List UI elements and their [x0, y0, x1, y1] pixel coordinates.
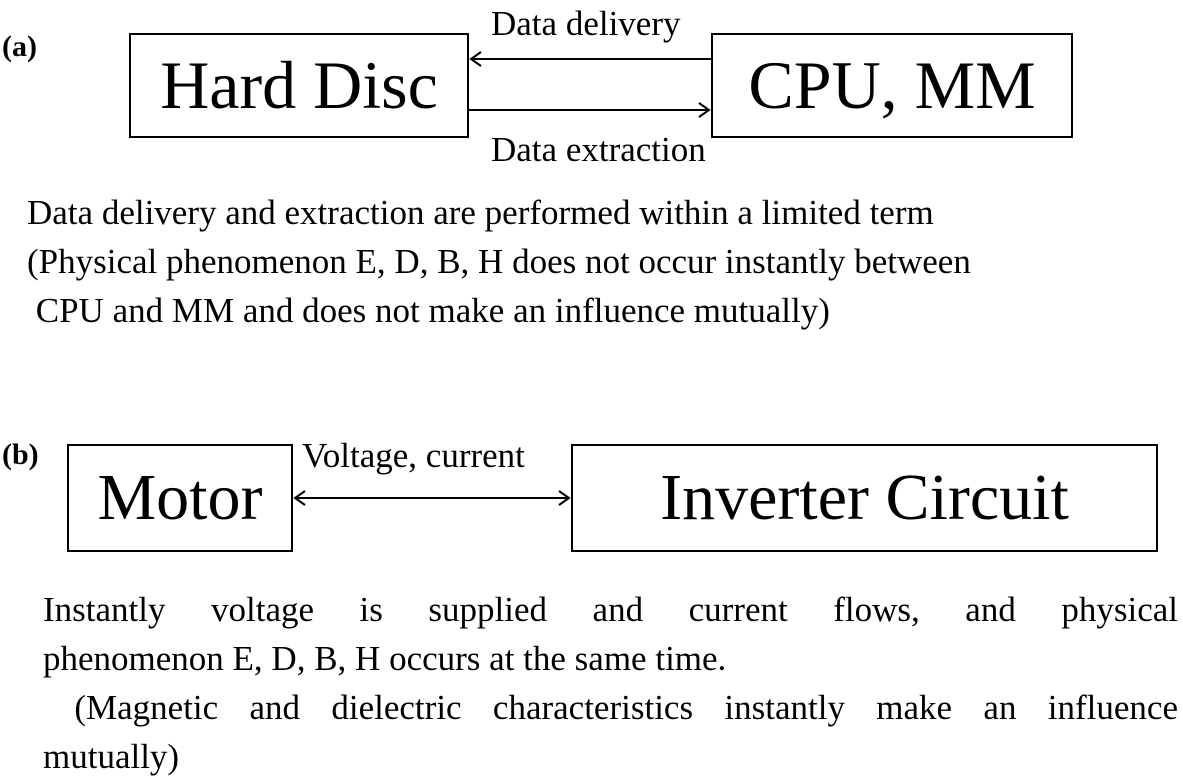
motor-label: Motor — [97, 461, 263, 534]
panel-a-label: (a) — [2, 30, 37, 63]
panel-b-description-line: phenomenon E, D, B, H occurs at the same… — [43, 639, 727, 678]
voltage-current-label: Voltage, current — [302, 436, 525, 475]
panel-b-description-line: Instantly voltage is supplied and curren… — [43, 590, 1178, 629]
inverter-circuit-node: Inverter Circuit — [571, 444, 1158, 552]
panel-a-description-line: (Physical phenomenon E, D, B, H does not… — [27, 242, 971, 281]
panel-a-description: Data delivery and extraction are perform… — [27, 188, 971, 335]
panel-b-description-line: (Magnetic and dielectric characteristics… — [43, 688, 1179, 727]
panel-a-description-line: CPU and MM and does not make an influenc… — [27, 291, 830, 330]
panel-b-label: (b) — [2, 438, 39, 471]
panel-b-description: Instantly voltage is supplied and curren… — [43, 585, 1178, 781]
data-delivery-label: Data delivery — [491, 4, 681, 43]
data-extraction-label: Data extraction — [491, 130, 706, 169]
panel-b-description-line: mutually) — [43, 737, 180, 776]
cpu-mm-label: CPU, MM — [748, 47, 1036, 123]
inverter-circuit-label: Inverter Circuit — [660, 461, 1069, 534]
cpu-mm-node: CPU, MM — [711, 33, 1073, 138]
motor-node: Motor — [67, 444, 293, 552]
hard-disc-label: Hard Disc — [160, 47, 438, 123]
data-extraction-arrow — [469, 102, 711, 118]
data-delivery-arrow — [469, 51, 711, 67]
voltage-current-arrow — [293, 490, 571, 506]
hard-disc-node: Hard Disc — [129, 33, 469, 138]
panel-a-description-line: Data delivery and extraction are perform… — [27, 193, 934, 232]
